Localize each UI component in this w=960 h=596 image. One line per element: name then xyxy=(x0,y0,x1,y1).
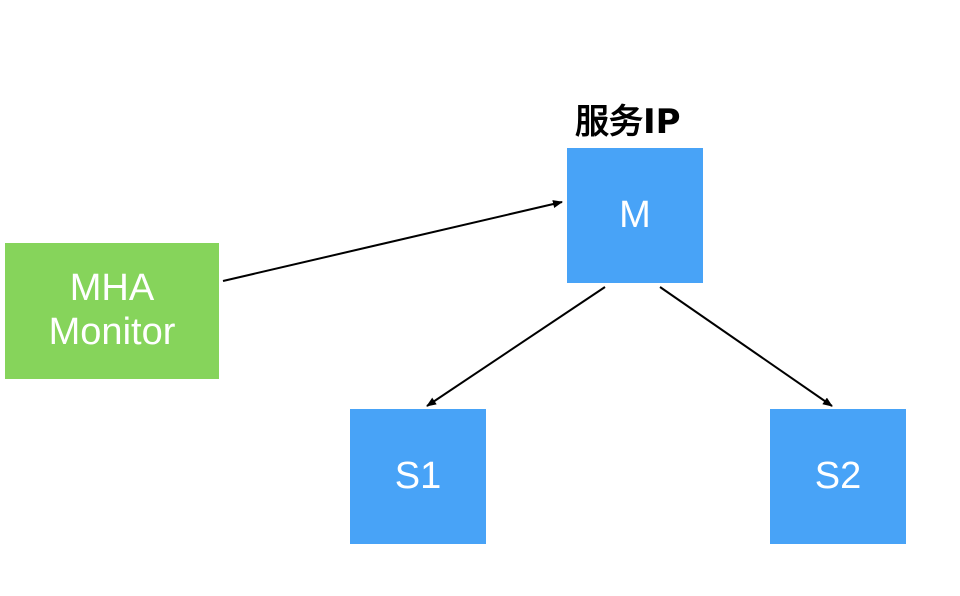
service-ip-label: 服务IP xyxy=(575,102,681,142)
node-mha-monitor: MHA Monitor xyxy=(5,243,219,379)
node-slave-2: S2 xyxy=(770,409,906,544)
node-slave-1: S1 xyxy=(350,409,486,544)
node-master: M xyxy=(567,148,703,283)
node-mha-monitor-line1: MHA xyxy=(69,267,155,310)
node-slave-2-label: S2 xyxy=(814,454,862,497)
edge-monitor-to-master xyxy=(222,200,563,282)
edge-master-to-s2 xyxy=(659,286,833,407)
node-master-label: M xyxy=(619,193,651,236)
node-mha-monitor-label: MHA Monitor xyxy=(49,267,176,354)
edge-master-to-s1 xyxy=(426,286,606,407)
node-slave-1-label: S1 xyxy=(394,454,442,497)
node-mha-monitor-line2: Monitor xyxy=(48,311,176,353)
